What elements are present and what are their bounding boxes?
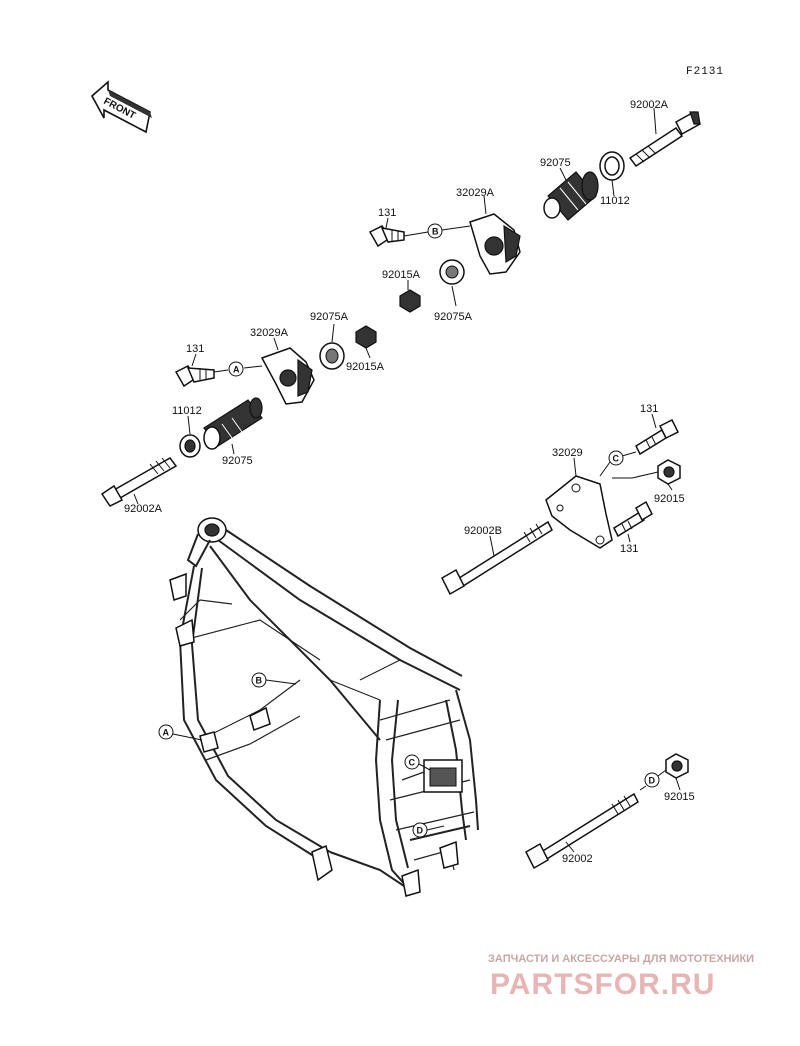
bushing-92075a-mid: [439, 259, 465, 285]
label-131-right-top: 131: [640, 403, 658, 415]
label-32029a-top: 32029A: [456, 187, 495, 199]
label-92075a-mid: 92075A: [434, 311, 473, 323]
label-92015a-top: 92015A: [382, 269, 421, 281]
label-92002b: 92002B: [464, 525, 502, 537]
bolt-92002a-left: [100, 457, 178, 507]
ref-circle-b-top: B: [432, 227, 439, 237]
label-92075a-left: 92075A: [310, 311, 349, 323]
label-92075-top: 92075: [540, 157, 571, 169]
label-32029-right: 32029: [552, 447, 583, 459]
label-11012-top: 11012: [600, 195, 630, 207]
label-11012-left: 11012: [172, 405, 202, 417]
bracket-32029a-top: [469, 213, 521, 275]
nut-92015a-left: [355, 325, 377, 349]
ref-circle-d-frame: D: [417, 826, 424, 836]
label-92002a-left: 92002A: [124, 503, 163, 515]
label-32029a-left: 32029A: [250, 327, 289, 339]
label-92015-right: 92015: [654, 493, 685, 505]
label-92015-bottom: 92015: [664, 791, 695, 803]
ref-circle-c-right: C: [613, 454, 620, 464]
label-92002-bottom: 92002: [562, 853, 593, 865]
bracket-32029a-left: [260, 347, 315, 405]
front-arrow-icon: FRONT: [90, 80, 152, 134]
nut-92015-bottom: [665, 753, 689, 779]
nut-92015a-top: [399, 289, 421, 313]
label-92002a-top: 92002A: [630, 99, 669, 111]
nut-92015-right: [657, 459, 681, 485]
ref-circle-a-frame: A: [163, 728, 170, 738]
watermark-brand: PARTSFOR.RU: [490, 968, 715, 1001]
collar-92075-top: [543, 171, 599, 221]
bolt-131-right-top: [635, 418, 680, 456]
washer-11012-top: [599, 151, 625, 181]
washer-11012-left: [179, 434, 201, 458]
ref-circle-b-frame: B: [256, 676, 263, 686]
label-131-top: 131: [378, 207, 396, 219]
bolt-92002a-top: [628, 110, 701, 168]
motorcycle-frame: [169, 517, 479, 897]
ref-circle-c-frame: C: [409, 758, 416, 768]
bracket-32029-right: [545, 475, 613, 549]
ref-circle-a-left: A: [233, 365, 240, 375]
bolt-92002-bottom: [525, 792, 639, 870]
bolt-131-right-bottom: [613, 500, 653, 538]
bolt-131-left: [174, 365, 215, 388]
label-92075-left: 92075: [222, 455, 253, 467]
bolt-131-top: [368, 225, 405, 248]
label-92015a-left: 92015A: [346, 361, 385, 373]
bushing-92075a-left: [319, 342, 345, 370]
label-131-right-bottom: 131: [620, 543, 638, 555]
label-131-left: 131: [186, 343, 204, 355]
bolt-92002b: [441, 520, 553, 596]
collar-92075-left: [203, 397, 263, 450]
ref-circle-d-right: D: [649, 776, 656, 786]
diagram-code: F2131: [686, 66, 724, 78]
watermark-tagline: ЗАПЧАСТИ И АКСЕССУАРЫ ДЛЯ МОТОТЕХНИКИ: [488, 953, 754, 965]
